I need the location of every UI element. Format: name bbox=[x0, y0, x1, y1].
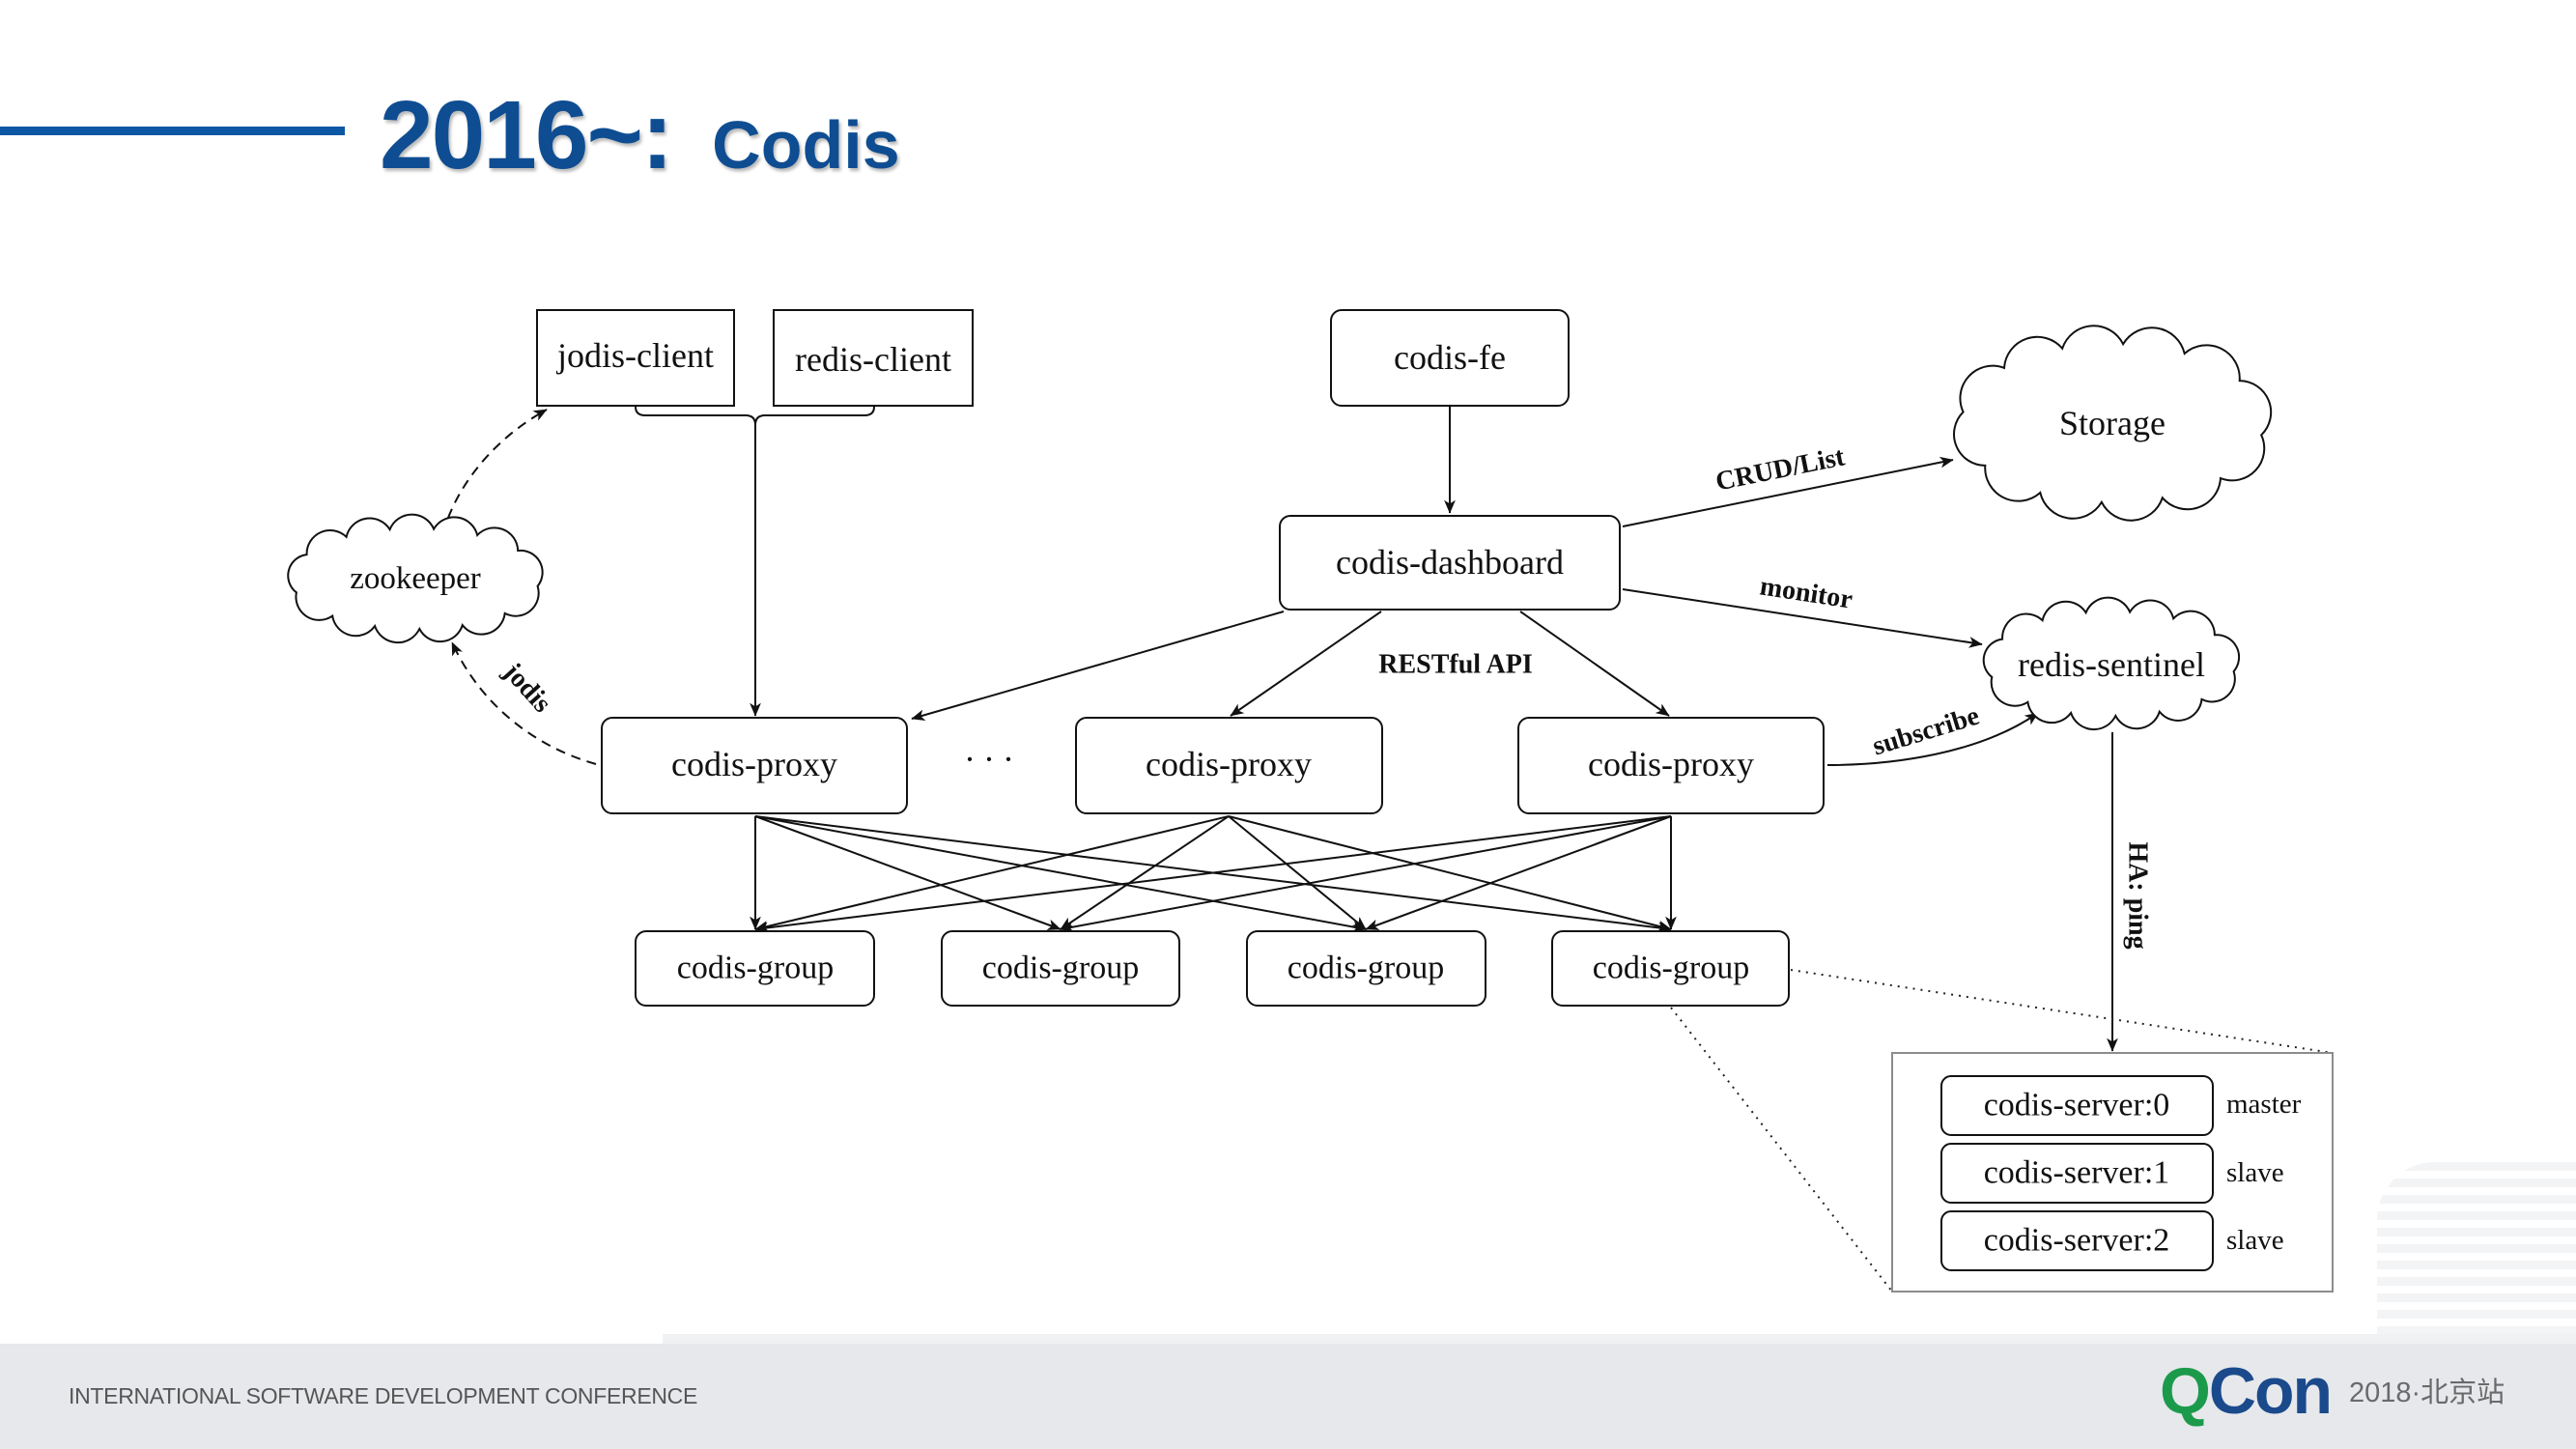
proxy-ellipsis: ··· bbox=[964, 740, 1022, 779]
codis-group-box bbox=[1551, 930, 1790, 1007]
edge-proxy-2-to-group-1 bbox=[754, 815, 1230, 932]
title-accent-bar bbox=[0, 127, 345, 135]
edge-proxy-1-to-group-3 bbox=[754, 815, 1367, 933]
label-subscribe: subscribe bbox=[1869, 701, 1983, 762]
label-ha-ping: HA: ping bbox=[2123, 841, 2153, 949]
zoom-line-bottom bbox=[1670, 1007, 1893, 1293]
slide-title: 2016~: Codis bbox=[380, 87, 900, 184]
node-codis-server-1: codis-server:1 slave bbox=[1940, 1143, 2284, 1204]
zoom-line-top bbox=[1790, 969, 2334, 1054]
codis-proxy-label: codis-proxy bbox=[671, 745, 837, 783]
codis-group-label: codis-group bbox=[982, 951, 1139, 986]
edges bbox=[447, 406, 2334, 1293]
codis-server-label: codis-server:0 bbox=[1984, 1088, 2170, 1123]
codis-fe-box bbox=[1330, 309, 1570, 407]
codis-group-box bbox=[635, 930, 875, 1007]
codis-proxy-label: codis-proxy bbox=[1588, 745, 1754, 783]
edge-proxy-2-to-group-4 bbox=[1228, 815, 1672, 932]
edge-dashboard-to-proxy-2 bbox=[1230, 611, 1382, 717]
footer: INTERNATIONAL SOFTWARE DEVELOPMENT CONFE… bbox=[0, 1344, 2576, 1449]
codis-server-label: codis-server:1 bbox=[1984, 1155, 2170, 1191]
qcon-logo: QCon bbox=[2160, 1358, 2333, 1424]
codis-proxy-box bbox=[601, 717, 908, 814]
client-brace bbox=[635, 406, 875, 426]
conference-name: INTERNATIONAL SOFTWARE DEVELOPMENT CONFE… bbox=[69, 1383, 698, 1408]
edge-proxy-1-to-zookeeper bbox=[451, 641, 597, 765]
node-codis-proxy-1: codis-proxy bbox=[601, 717, 908, 814]
storage-label: Storage bbox=[2059, 404, 2166, 442]
edge-zookeeper-to-jodis-client bbox=[447, 409, 548, 519]
codis-proxy-label: codis-proxy bbox=[1146, 745, 1312, 783]
node-codis-group-1: codis-group bbox=[635, 930, 875, 1007]
jodis-client-box bbox=[536, 309, 735, 407]
node-jodis-client: jodis-client bbox=[536, 309, 735, 407]
edge-dashboard-to-storage bbox=[1622, 456, 1954, 527]
node-redis-client: redis-client bbox=[773, 309, 974, 407]
qcon-logo-q: Q bbox=[2160, 1354, 2211, 1428]
redis-client-label: redis-client bbox=[795, 340, 951, 379]
zookeeper-cloud-icon bbox=[287, 513, 544, 644]
node-codis-group-3: codis-group bbox=[1246, 930, 1486, 1007]
label-jodis: jodis bbox=[497, 656, 557, 718]
footer-top-strip bbox=[663, 1334, 2576, 1344]
node-redis-sentinel: redis-sentinel bbox=[1982, 596, 2241, 731]
node-codis-fe: codis-fe bbox=[1330, 309, 1570, 407]
codis-group-box bbox=[941, 930, 1180, 1007]
proxy-group-edges bbox=[750, 815, 1677, 934]
edge-proxy-3-to-group-3 bbox=[1365, 815, 1672, 930]
server-role-label: master bbox=[2226, 1089, 2302, 1120]
codis-dashboard-box bbox=[1279, 515, 1621, 611]
node-codis-proxy-3: codis-proxy bbox=[1517, 717, 1825, 814]
edge-proxy-2-to-group-2 bbox=[1060, 815, 1230, 930]
node-storage: Storage bbox=[1953, 325, 2273, 522]
edge-proxy-3-to-group-2 bbox=[1060, 815, 1672, 933]
edge-dashboard-to-sentinel bbox=[1622, 588, 1983, 648]
edge-proxy-2-to-group-3 bbox=[1228, 815, 1367, 930]
codis-group-box bbox=[1246, 930, 1486, 1007]
edge-proxy-3-to-group-1 bbox=[754, 815, 1672, 934]
codis-group-label: codis-group bbox=[1288, 951, 1444, 986]
edge-proxy-1-to-group-2 bbox=[754, 815, 1062, 930]
edge-proxy-3-to-sentinel bbox=[1826, 712, 2039, 766]
label-restful-api: RESTful API bbox=[1378, 650, 1533, 680]
node-codis-proxy-2: codis-proxy bbox=[1075, 717, 1383, 814]
node-codis-dashboard: codis-dashboard bbox=[1279, 515, 1621, 611]
server-role-label: slave bbox=[2226, 1225, 2284, 1256]
conference-edition: 2018·北京站 bbox=[2349, 1378, 2505, 1408]
label-monitor: monitor bbox=[1758, 571, 1854, 614]
node-codis-server-0: codis-server:0 master bbox=[1940, 1075, 2302, 1136]
server-role-label: slave bbox=[2226, 1157, 2284, 1188]
codis-server-box bbox=[1940, 1075, 2214, 1136]
label-crud-list: CRUD/List bbox=[1713, 441, 1848, 497]
codis-server-box bbox=[1940, 1143, 2214, 1204]
codis-fe-label: codis-fe bbox=[1394, 338, 1506, 377]
server-detail-panel: codis-server:0 master codis-server:1 sla… bbox=[1891, 1052, 2334, 1293]
jodis-client-label: jodis-client bbox=[555, 336, 714, 375]
node-codis-group-2: codis-group bbox=[941, 930, 1180, 1007]
zookeeper-label: zookeeper bbox=[350, 561, 481, 596]
redis-sentinel-label: redis-sentinel bbox=[2018, 645, 2205, 684]
title-name: Codis bbox=[712, 107, 900, 183]
node-codis-group-4: codis-group bbox=[1551, 930, 1790, 1007]
edge-dashboard-to-proxy-3 bbox=[1519, 611, 1670, 717]
redis-client-box bbox=[773, 309, 974, 407]
codis-dashboard-label: codis-dashboard bbox=[1336, 543, 1564, 582]
codis-proxy-box bbox=[1517, 717, 1825, 814]
codis-proxy-box bbox=[1075, 717, 1383, 814]
codis-server-box bbox=[1940, 1210, 2214, 1271]
title-year: 2016~: bbox=[380, 81, 673, 189]
qcon-logo-con: Con bbox=[2208, 1354, 2333, 1428]
edge-dashboard-to-proxy-1 bbox=[911, 611, 1285, 721]
storage-cloud-icon bbox=[1953, 325, 2273, 522]
codis-server-label: codis-server:2 bbox=[1984, 1223, 2170, 1259]
decorative-stripes bbox=[2377, 1162, 2576, 1334]
codis-group-label: codis-group bbox=[1593, 951, 1749, 986]
codis-group-label: codis-group bbox=[677, 951, 834, 986]
node-zookeeper: zookeeper bbox=[287, 513, 544, 644]
node-codis-server-2: codis-server:2 slave bbox=[1940, 1210, 2284, 1271]
redis-sentinel-cloud-icon bbox=[1982, 596, 2241, 731]
